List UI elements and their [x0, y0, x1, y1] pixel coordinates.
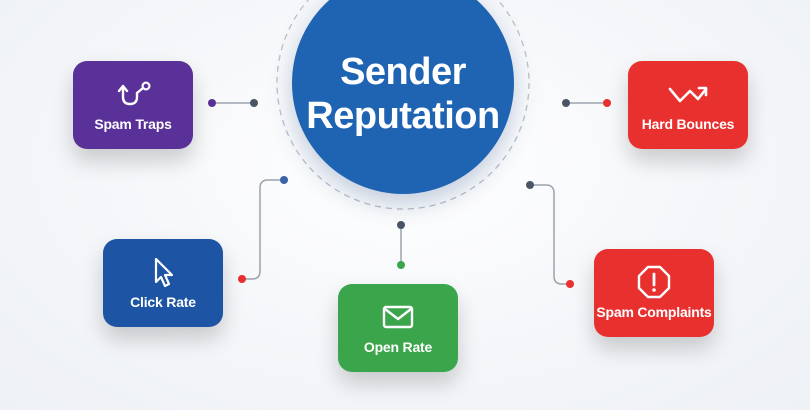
- connector-node-click-rate-card: [238, 275, 246, 283]
- connector-node-open-rate-card: [397, 261, 405, 269]
- sender-reputation-hub: Sender Reputation: [292, 0, 514, 194]
- connector-spam-complaints: [530, 184, 570, 285]
- factor-label-spam-traps: Spam Traps: [94, 116, 172, 132]
- factor-label-spam-complaints: Spam Complaints: [596, 304, 712, 320]
- connector-node-click-rate-hub: [280, 176, 288, 184]
- connector-node-open-rate-hub: [397, 221, 405, 229]
- factor-label-open-rate: Open Rate: [363, 339, 433, 355]
- hook-icon: [113, 78, 153, 110]
- factor-card-hard-bounces: Hard Bounces: [628, 61, 748, 149]
- factor-card-open-rate: Open Rate: [338, 284, 458, 372]
- factor-card-spam-complaints: Spam Complaints: [594, 249, 714, 337]
- cursor-icon: [148, 256, 178, 288]
- connector-node-hard-bounces-hub: [562, 99, 570, 107]
- connector-node-spam-traps-card: [208, 99, 216, 107]
- connector-node-hard-bounces-card: [603, 99, 611, 107]
- factor-card-click-rate: Click Rate: [103, 239, 223, 327]
- alert-octagon-icon: [636, 265, 672, 299]
- connector-node-spam-complaints-hub: [526, 181, 534, 189]
- factor-label-hard-bounces: Hard Bounces: [641, 116, 735, 132]
- hub-title-line2: Reputation: [306, 95, 500, 137]
- factor-card-spam-traps: Spam Traps: [73, 61, 193, 149]
- connector-node-spam-traps-hub: [250, 99, 258, 107]
- connector-click-rate: [242, 179, 284, 280]
- factor-label-click-rate: Click Rate: [130, 294, 196, 310]
- hub-dashed-ring: [276, 0, 530, 210]
- hub-title-line1: Sender: [340, 51, 466, 93]
- envelope-icon: [381, 301, 415, 333]
- connector-node-spam-complaints-card: [566, 280, 574, 288]
- bounce-arrow-icon: [666, 78, 710, 110]
